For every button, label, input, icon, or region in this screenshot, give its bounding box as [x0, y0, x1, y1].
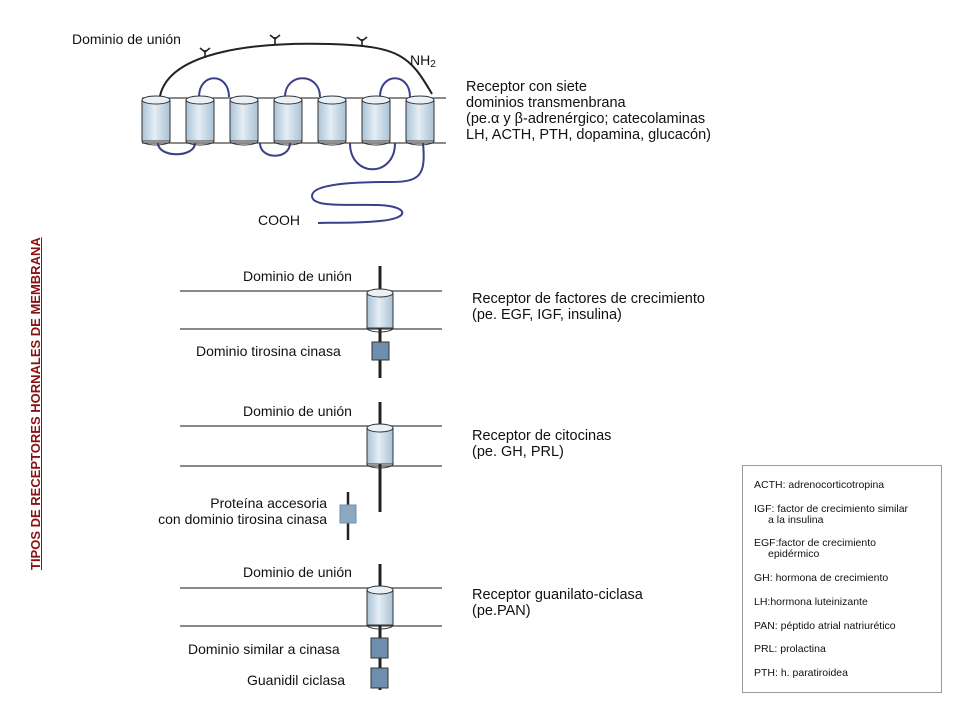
description-line: Receptor de factores de crecimiento [472, 291, 705, 307]
kinase-like-domain [370, 637, 389, 659]
binding-domain-label: Dominio de unión [72, 31, 181, 47]
receptor4-description: Receptor guanilato-ciclasa (pe.PAN) [472, 587, 643, 619]
accessory-protein-label: Proteína accesoria con dominio tirosina … [130, 495, 327, 527]
transmembrane-helix [366, 292, 394, 329]
description-line: Receptor de citocinas [472, 428, 612, 444]
description-line: LH, ACTH, PTH, dopamina, glucacón) [466, 127, 711, 143]
transmembrane-helix [141, 95, 171, 146]
transmembrane-helix [317, 95, 347, 146]
description-line: (pe. EGF, IGF, insulina) [472, 307, 622, 323]
legend-item: GH: hormona de crecimiento [754, 572, 889, 584]
transmembrane-helix [405, 95, 435, 146]
guanylate-cyclase-receptor [180, 564, 442, 690]
transmembrane-helix [185, 95, 215, 146]
receptor3-description: Receptor de citocinas (pe. GH, PRL) [472, 428, 611, 460]
legend-item: PTH: h. paratiroidea [754, 667, 848, 679]
tyrosine-kinase-domain [371, 341, 390, 361]
legend-item: LH:hormona luteinizante [754, 596, 868, 608]
abbreviations-legend: ACTH: adrenocorticotropina IGF: factor d… [742, 465, 942, 693]
description-line: (pe.α y β-adrenérgico; catecolaminas [466, 111, 706, 127]
transmembrane-helix [229, 95, 259, 146]
c-terminal-tail [310, 142, 425, 224]
cooh-label: COOH [258, 212, 300, 228]
kinase-like-label: Dominio similar a cinasa [188, 641, 340, 657]
description-line: (pe.PAN) [472, 603, 531, 619]
accessory-line: Proteína accesoria [210, 495, 327, 511]
receptor2-description: Receptor de factores de crecimiento (pe.… [472, 291, 705, 323]
nh2-text: NH [410, 52, 431, 68]
glycan-mark [269, 34, 281, 45]
binding-domain-label: Dominio de unión [243, 403, 352, 419]
tyrosine-kinase-label: Dominio tirosina cinasa [196, 343, 341, 359]
glycan-mark [356, 36, 368, 47]
nh2-label: NH2 [410, 52, 436, 73]
cytokine-receptor [180, 402, 442, 540]
description-line: Receptor con siete [466, 79, 587, 95]
receptor1-description: Receptor con siete dominios transmenbran… [466, 79, 711, 143]
binding-domain-label: Dominio de unión [243, 564, 352, 580]
glycan-mark [199, 47, 211, 58]
transmembrane-helix [366, 427, 394, 465]
legend-item: PAN: péptido atrial natriurético [754, 620, 896, 632]
seven-tm-receptor [141, 34, 446, 224]
description-line: (pe. GH, PRL) [472, 444, 564, 460]
transmembrane-helix [366, 589, 394, 626]
legend-item: ACTH: adrenocorticotropina [754, 479, 885, 491]
accessory-line: con dominio tirosina cinasa [158, 511, 327, 527]
description-line: dominios transmenbrana [466, 95, 626, 111]
transmembrane-helix [273, 95, 303, 146]
transmembrane-helix [361, 95, 391, 146]
nh2-subscript: 2 [430, 59, 436, 70]
growth-factor-receptor [180, 266, 442, 378]
accessory-kinase-domain [339, 504, 357, 524]
binding-domain-arc [159, 42, 433, 97]
guanylyl-cyclase-domain [370, 667, 389, 689]
guanylyl-cyclase-label: Guanidil ciclasa [247, 672, 346, 688]
description-line: Receptor guanilato-ciclasa [472, 587, 643, 603]
legend-item: PRL: prolactina [754, 643, 826, 655]
binding-domain-label: Dominio de unión [243, 268, 352, 284]
